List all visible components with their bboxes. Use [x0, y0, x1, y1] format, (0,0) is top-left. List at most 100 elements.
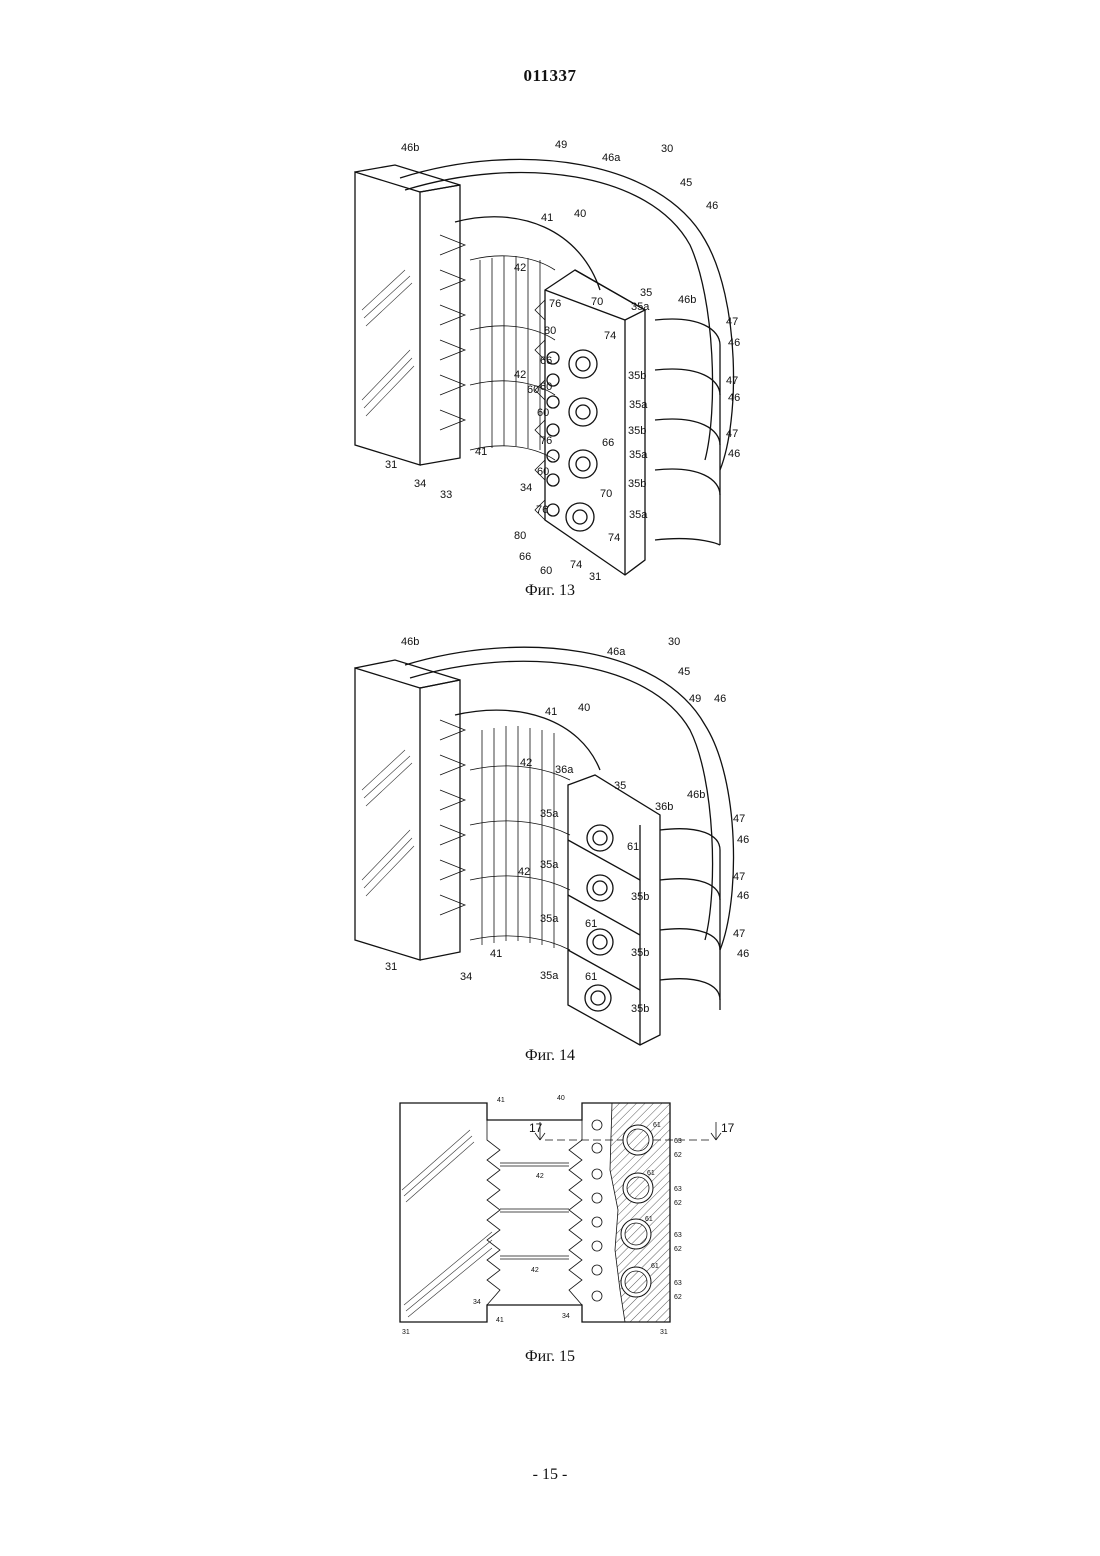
- label-63-d: 63: [674, 1280, 682, 1287]
- figure-14-drawing: 46b 46a 30 45 49 46 41 40 42 36a 35 36b …: [0, 630, 1100, 1050]
- label-42: 42: [536, 1173, 544, 1180]
- label-46b-2: 46b: [687, 789, 705, 801]
- label-66: 66: [540, 355, 552, 367]
- label-61-d: 61: [651, 1263, 659, 1270]
- figure-13-drawing: 46b 49 46a 30 45 46 41 40 42 35 35a 46b …: [0, 130, 1100, 580]
- label-46-2: 46: [737, 834, 749, 846]
- label-62-c: 62: [674, 1246, 682, 1253]
- label-49: 49: [689, 693, 701, 705]
- label-41: 41: [545, 706, 557, 718]
- label-42: 42: [514, 262, 526, 274]
- label-62-b: 62: [674, 1200, 682, 1207]
- label-47-3: 47: [726, 428, 738, 440]
- label-49: 49: [555, 139, 567, 151]
- label-61: 61: [627, 841, 639, 853]
- label-34: 34: [473, 1299, 481, 1306]
- label-46a: 46a: [607, 646, 626, 658]
- label-45: 45: [680, 177, 692, 189]
- label-63-b: 63: [674, 1186, 682, 1193]
- label-60-e: 60: [527, 384, 539, 396]
- label-35a: 35a: [631, 301, 650, 313]
- figure-15-caption: Фиг. 15: [0, 1348, 1100, 1366]
- label-74-c: 74: [608, 532, 620, 544]
- label-35b-2: 35b: [631, 947, 649, 959]
- document-number: 011337: [0, 66, 1100, 86]
- label-34-b: 34: [562, 1313, 570, 1320]
- label-76: 76: [549, 298, 561, 310]
- label-35b-3: 35b: [631, 1003, 649, 1015]
- label-30: 30: [661, 143, 673, 155]
- label-31-b: 31: [660, 1329, 668, 1336]
- label-61-c: 61: [645, 1216, 653, 1223]
- label-80-b: 80: [514, 530, 526, 542]
- label-41-b: 41: [475, 446, 487, 458]
- label-46: 46: [714, 693, 726, 705]
- label-35a-4: 35a: [540, 970, 559, 982]
- label-42: 42: [520, 757, 532, 769]
- label-47-2: 47: [733, 871, 745, 883]
- label-61-a: 61: [653, 1122, 661, 1129]
- label-42-b: 42: [531, 1267, 539, 1274]
- label-63-c: 63: [674, 1232, 682, 1239]
- label-35a-2: 35a: [629, 399, 648, 411]
- label-34-b: 34: [520, 482, 532, 494]
- label-17-b: 17: [721, 1121, 735, 1135]
- label-31: 31: [385, 961, 397, 973]
- label-35b: 35b: [631, 891, 649, 903]
- label-46b-2: 46b: [678, 294, 696, 306]
- label-60-c: 60: [537, 466, 549, 478]
- figure-14-caption: Фиг. 14: [0, 1047, 1100, 1065]
- label-47-3: 47: [733, 928, 745, 940]
- label-41-b: 41: [490, 948, 502, 960]
- label-33: 33: [440, 489, 452, 501]
- label-46-3: 46: [737, 890, 749, 902]
- label-35a-3: 35a: [629, 449, 648, 461]
- label-35a-4: 35a: [629, 509, 648, 521]
- label-35: 35: [640, 287, 652, 299]
- page-number: - 15 -: [0, 1466, 1100, 1484]
- label-31-b: 31: [589, 571, 601, 580]
- label-35a-3: 35a: [540, 913, 559, 925]
- label-36a: 36a: [555, 764, 574, 776]
- label-60-b: 60: [537, 407, 549, 419]
- label-45: 45: [678, 666, 690, 678]
- label-41-b: 41: [496, 1317, 504, 1324]
- label-70: 70: [591, 296, 603, 308]
- label-34: 34: [414, 478, 426, 490]
- label-40: 40: [574, 208, 586, 220]
- label-46-4: 46: [728, 448, 740, 460]
- label-35b: 35b: [628, 370, 646, 382]
- label-36b: 36b: [655, 801, 673, 813]
- label-61-b: 61: [585, 918, 597, 930]
- label-35b-3: 35b: [628, 478, 646, 490]
- label-46-2: 46: [728, 337, 740, 349]
- label-41: 41: [541, 212, 553, 224]
- label-35a-2: 35a: [540, 859, 559, 871]
- label-66-c: 66: [519, 551, 531, 563]
- label-31: 31: [402, 1329, 410, 1336]
- figure-13-caption: Фиг. 13: [0, 582, 1100, 600]
- label-34: 34: [460, 971, 472, 983]
- label-31: 31: [385, 459, 397, 471]
- label-47-2: 47: [726, 375, 738, 387]
- label-46a: 46a: [602, 152, 621, 164]
- label-61-c: 61: [585, 971, 597, 983]
- label-40: 40: [578, 702, 590, 714]
- label-46b: 46b: [401, 142, 419, 154]
- label-47: 47: [726, 316, 738, 328]
- label-35: 35: [614, 780, 626, 792]
- label-60: 60: [540, 381, 552, 393]
- label-63-a: 63: [674, 1138, 682, 1145]
- label-40: 40: [557, 1095, 565, 1102]
- label-66-b: 66: [602, 437, 614, 449]
- label-74-b: 74: [570, 559, 582, 571]
- label-46-3: 46: [728, 392, 740, 404]
- figure-15-drawing: 41 40 17 17 61 63 62 42 61 63 62 61 63 6…: [0, 1090, 1100, 1345]
- label-76-c: 76: [536, 504, 548, 516]
- label-46b: 46b: [401, 636, 419, 648]
- label-47: 47: [733, 813, 745, 825]
- label-80: 80: [544, 325, 556, 337]
- label-70-b: 70: [600, 488, 612, 500]
- label-74: 74: [604, 330, 616, 342]
- label-42-b: 42: [518, 866, 530, 878]
